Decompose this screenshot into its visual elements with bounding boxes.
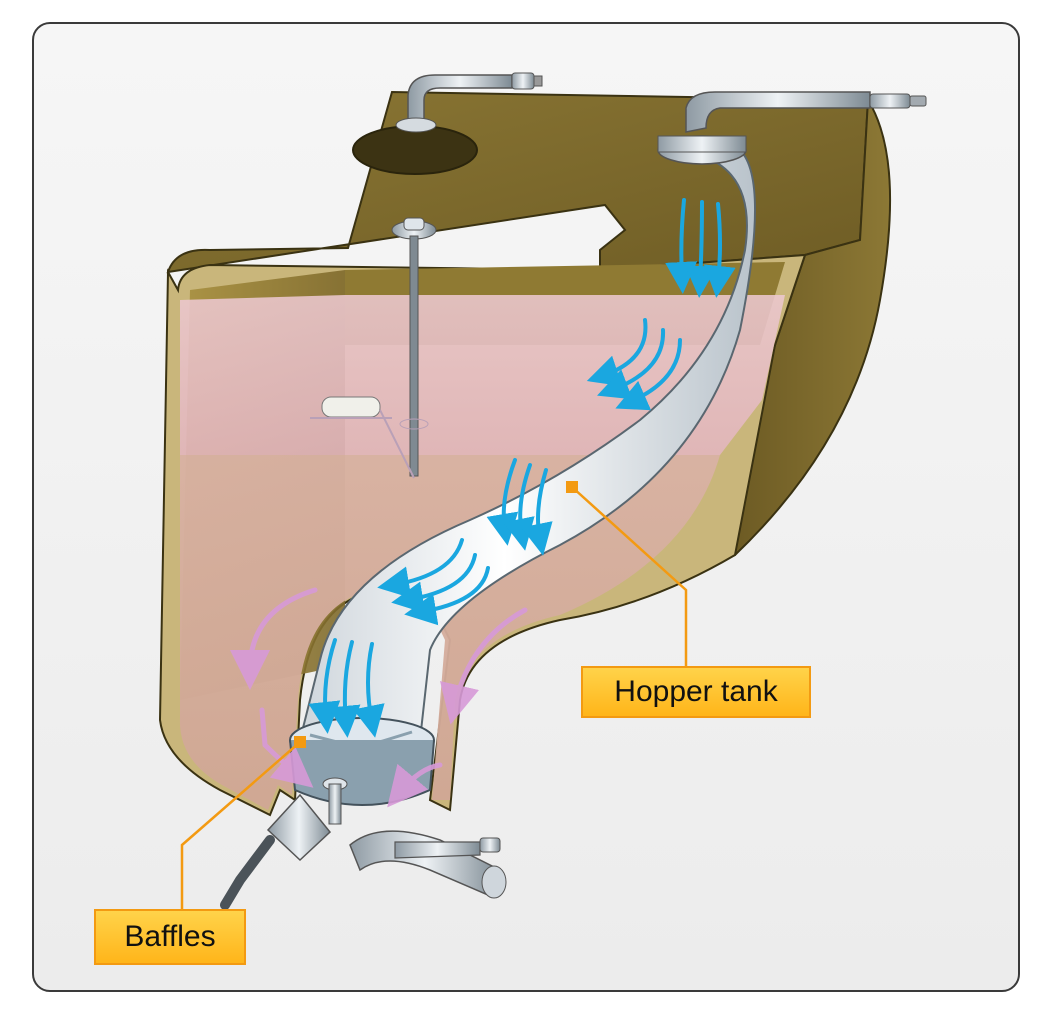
filler-opening xyxy=(352,125,478,175)
outlet-pipe-side xyxy=(394,841,481,859)
callout-hopper-tank: Hopper tank xyxy=(581,666,811,718)
outlet-pipe-lower xyxy=(349,830,501,896)
float-icon xyxy=(310,396,429,479)
return-flow-arrow-icon xyxy=(230,587,528,808)
tank-top xyxy=(166,90,870,274)
fuel-lower-layer xyxy=(179,455,721,810)
drain-valve xyxy=(220,835,275,910)
leader-line-baffles xyxy=(180,741,301,910)
float-gauge-rod xyxy=(409,235,419,477)
leader-dot-baffles xyxy=(294,736,306,748)
leader-line-hopper-tank xyxy=(571,486,688,688)
outlet-fitting xyxy=(266,793,332,862)
fuel-flow-arrow-icon xyxy=(308,198,736,738)
leader-dot-hopper-tank xyxy=(566,481,578,493)
tank-right-side xyxy=(718,96,892,562)
callout-baffles: Baffles xyxy=(94,909,246,965)
